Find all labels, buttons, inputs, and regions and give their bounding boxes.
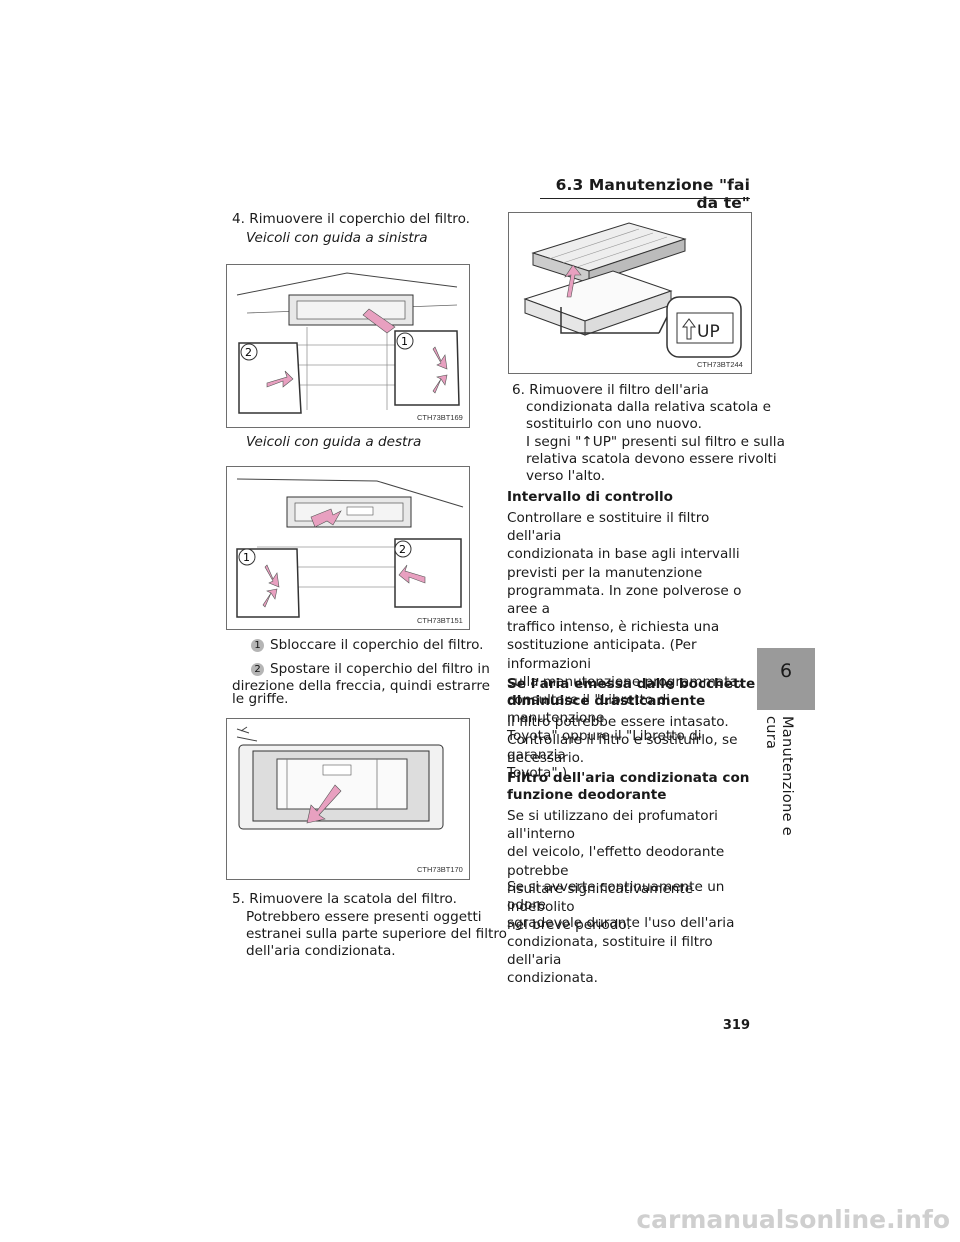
rhd-caption: Veicoli con guida a destra [246,434,422,450]
watermark: carmanualsonline.info [636,1205,950,1234]
chapter-tab [757,648,815,710]
step-6-note-line-3: verso l'alto. [526,468,606,484]
paragraph-line: sgradevole durante l'uso dell'aria [507,915,735,932]
figure-code: CTH73BT151 [417,616,463,625]
heading-airflow-decrease-1: Se l'aria emessa dalle bocchette [507,676,756,692]
step-5-note-line-2: estranei sulla parte superiore del filtr… [246,926,507,942]
paragraph-line: condizionata, sostituire il filtro dell'… [507,933,713,968]
chapter-label: Manutenzione e cura [763,716,795,836]
paragraph-line: Se si utilizzano dei profumatori all'int… [507,808,718,843]
heading-airflow-decrease-2: diminuisce drasticamente [507,693,706,709]
svg-text:1: 1 [243,551,250,564]
paragraph-line: risultare significativamente indebolito [507,880,694,916]
figure-rhd-cover-removal: 1 2 CTH73BT151 [226,466,470,630]
substep-1-badge: 1 [251,639,264,652]
paragraph-line: Controllare il filtro e sostituirlo, se [507,732,738,749]
figure-lhd-cover-removal: 2 1 CTH73BT169 [226,264,470,428]
chapter-number: 6 [779,660,793,682]
substep-2-badge: 2 [251,663,264,676]
figure-code: CTH73BT169 [417,413,463,422]
substep-2-line-2: direzione della freccia, quindi estrarre [232,678,490,694]
paragraph-deodorizing: Se si utilizzano dei profumatori all'int… [507,807,757,934]
substep-1-text: Sbloccare il coperchio del filtro. [270,637,484,653]
heading-deodorizing-2: funzione deodorante [507,787,667,803]
paragraph-line: Toyota".) [507,764,568,781]
substep-2-line-3: le griffe. [232,691,289,707]
lhd-caption: Veicoli con guida a sinistra [246,230,428,246]
paragraph-line: Toyota" oppure il "Libretto di garanzia [507,728,702,763]
paragraph-line: Se si avverte continuamente un odore [507,879,725,914]
step-6-note-line-1: I segni "↑UP" presenti sul filtro e sull… [526,434,785,450]
step-6-line-2: condizionata dalla relativa scatola e [526,399,772,415]
paragraph-line: Il filtro potrebbe essere intasato. [507,714,729,730]
step-4: 4. Rimuovere il coperchio del filtro. [232,211,470,227]
step-5-note-line-3: dell'aria condizionata. [246,943,396,959]
paragraph-inspection-interval: Controllare e sostituire il filtro dell'… [507,509,757,782]
paragraph-odor: Se si avverte continuamente un odore sgr… [507,878,757,987]
step-6: 6. Rimuovere il filtro dell'aria [512,382,709,398]
header-divider [540,198,750,199]
paragraph-line: consultare il "Libretto di manutenzione [507,692,670,727]
heading-inspection-interval: Intervallo di controllo [507,489,673,505]
paragraph-line: Controllare e sostituire il filtro dell'… [507,510,710,545]
heading-deodorizing-1: Filtro dell'aria condizionata con [507,770,750,786]
paragraph-line: condizionata in base agli intervalli [507,546,740,563]
paragraph-line: programmata. In zone polverose o aree a [507,582,742,618]
step-6-note-line-2: relativa scatola devono essere rivolti [526,451,777,467]
paragraph-line: sulla manutenzione programmata, [507,673,743,690]
paragraph-line: del veicolo, l'effetto deodorante potreb… [507,844,725,879]
figure-filter-up-marking: UP CTH73BT244 [508,212,752,374]
page-number: 319 [722,1018,750,1033]
step-5: 5. Rimuovere la scatola del filtro. [232,891,457,907]
svg-text:2: 2 [399,543,406,556]
paragraph-line: nel breve periodo. [507,917,631,934]
paragraph-line: necessario. [507,750,585,767]
figure-code: CTH73BT244 [697,360,743,369]
figure-filter-box: CTH73BT170 [226,718,470,880]
paragraph-line: sostituzione anticipata. (Per informazio… [507,637,697,672]
substep-2: 2 Spostare il coperchio del filtro in [251,660,490,678]
paragraph-airflow-decrease: Il filtro potrebbe essere intasato. Cont… [507,713,757,768]
step-6-line-3: sostituirlo con uno nuovo. [526,416,702,432]
section-title: 6.3 Manutenzione "fai da te" [555,176,750,212]
up-label: UP [697,322,720,342]
paragraph-line: traffico intenso, è richiesta una [507,619,720,636]
paragraph-line: previsti per la manutenzione [507,564,703,581]
figure-code: CTH73BT170 [417,865,463,874]
substep-2-text: Spostare il coperchio del filtro in [270,661,490,677]
step-5-note-line-1: Potrebbero essere presenti oggetti [246,909,482,925]
substep-1: 1 Sbloccare il coperchio del filtro. [251,636,484,654]
svg-text:1: 1 [401,335,408,348]
paragraph-line: condizionata. [507,970,598,987]
svg-text:2: 2 [245,346,252,359]
